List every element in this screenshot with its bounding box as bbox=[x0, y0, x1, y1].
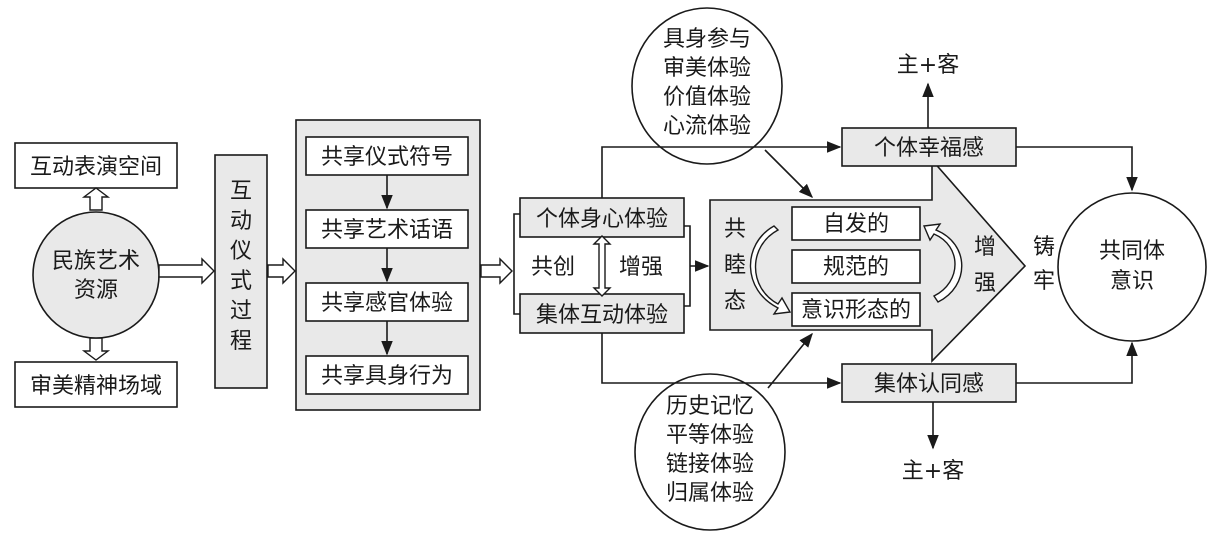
ritual-process-column: 互 动 仪 式 过 程 bbox=[214, 154, 268, 389]
ritual-process-char-3: 仪 bbox=[230, 239, 252, 264]
spontaneous-box bbox=[791, 206, 921, 241]
upper-oval-group: 具身参与 审美体验 价值体验 心流体验 bbox=[631, 7, 783, 165]
upper-oval-line3: 价值体验 bbox=[663, 85, 751, 110]
community-consciousness: 共同体 意识 bbox=[1057, 192, 1207, 342]
upper-oval bbox=[631, 7, 783, 165]
down-hollow-arrow bbox=[81, 337, 111, 361]
shared-embodied-behavior-box bbox=[305, 355, 469, 395]
co-create-label: 共创 bbox=[531, 255, 575, 280]
collective-identity-label: 集体认同感 bbox=[874, 372, 984, 397]
left-bracket bbox=[513, 213, 520, 315]
shared-sensory-experience-label: 共享感官体验 bbox=[321, 291, 453, 316]
ideological-label: 意识形态的 bbox=[801, 298, 911, 323]
process-to-shared-arrow bbox=[267, 257, 296, 285]
experience-block: 个体身心体验 集体互动体验 共创 增强 bbox=[513, 197, 710, 334]
outcome-boxes: 个体幸福感 集体认同感 主+客 主+客 bbox=[841, 53, 1017, 484]
ritual-process-char-6: 程 bbox=[230, 329, 252, 354]
aesthetic-spirit-field-label: 审美精神场域 bbox=[30, 374, 162, 399]
happiness-to-community-line bbox=[1016, 146, 1138, 192]
lower-oval-line1: 历史记忆 bbox=[666, 394, 754, 419]
ritual-process-box bbox=[214, 154, 268, 389]
interactive-performance-space-box bbox=[14, 142, 178, 189]
ethnic-art-resource-line2: 资源 bbox=[74, 278, 118, 303]
ritual-process-char-5: 过 bbox=[230, 299, 252, 324]
collective-identity-box bbox=[841, 363, 1017, 403]
shared-ritual-symbols-label: 共享仪式符号 bbox=[321, 145, 453, 170]
resource-to-process-arrow bbox=[158, 257, 215, 285]
lower-oval-to-state-arrow bbox=[767, 332, 813, 389]
ethnic-art-resource-circle bbox=[32, 211, 160, 339]
interactive-performance-space-label: 互动表演空间 bbox=[30, 155, 162, 180]
lower-oval bbox=[634, 373, 786, 531]
co-create-double-arrow bbox=[592, 235, 612, 297]
aesthetic-spirit-field-box bbox=[14, 361, 178, 408]
normative-box bbox=[791, 249, 921, 284]
resource-cluster: 互动表演空间 审美精神场域 民族艺术 资源 bbox=[14, 142, 178, 408]
upper-oval-line1: 具身参与 bbox=[663, 27, 751, 52]
collective-experience-label: 集体互动体验 bbox=[536, 303, 668, 328]
state-left-char-1: 共 bbox=[724, 217, 746, 242]
shared-art-discourse-box bbox=[305, 209, 469, 249]
collective-to-identity-line bbox=[601, 333, 842, 389]
normative-label: 规范的 bbox=[823, 255, 889, 280]
lower-oval-group: 历史记忆 平等体验 链接体验 归属体验 bbox=[634, 373, 786, 531]
lower-oval-line3: 链接体验 bbox=[666, 452, 754, 477]
ideological-box bbox=[791, 292, 921, 327]
shared-to-experience-arrow bbox=[480, 257, 513, 285]
individual-experience-label: 个体身心体验 bbox=[536, 207, 668, 232]
left-cycle-arrow bbox=[749, 225, 792, 315]
identity-to-community-line bbox=[1016, 341, 1138, 384]
community-consciousness-line2: 意识 bbox=[1110, 269, 1154, 294]
lower-oval-line2: 平等体验 bbox=[666, 423, 754, 448]
community-consciousness-line1: 共同体 bbox=[1099, 239, 1165, 264]
state-right-char-2: 强 bbox=[974, 271, 996, 296]
up-hollow-arrow bbox=[81, 187, 111, 211]
enhance-label: 增强 bbox=[619, 255, 663, 280]
bottom-subject-guest-note: 主+客 bbox=[902, 459, 964, 484]
state-left-char-2: 睦 bbox=[724, 253, 746, 278]
state-right-char-1: 增 bbox=[974, 235, 996, 260]
top-subject-guest-note: 主+客 bbox=[897, 53, 959, 78]
ritual-process-char-1: 互 bbox=[230, 179, 252, 204]
forge-char-2: 牢 bbox=[1033, 269, 1055, 294]
upper-oval-line4: 心流体验 bbox=[663, 114, 751, 139]
ritual-process-char-4: 式 bbox=[230, 269, 252, 294]
shared-art-discourse-label: 共享艺术话语 bbox=[321, 218, 453, 243]
connector-lines bbox=[601, 82, 1138, 450]
shared-embodied-behavior-label: 共享具身行为 bbox=[321, 364, 453, 389]
upper-oval-line2: 审美体验 bbox=[663, 56, 751, 81]
shared-steps-panel: 共享仪式符号 共享艺术话语 共享感官体验 共享具身行为 bbox=[295, 119, 481, 411]
state-block-arrow: 共 睦 态 自发的 规范的 意识形态的 增 强 bbox=[709, 157, 1027, 363]
state-left-char-3: 态 bbox=[724, 289, 746, 314]
individual-happiness-box bbox=[841, 127, 1017, 167]
individual-to-happiness-line bbox=[601, 141, 842, 198]
ritual-process-char-2: 动 bbox=[230, 209, 252, 234]
lower-oval-line4: 归属体验 bbox=[666, 481, 754, 506]
individual-happiness-label: 个体幸福感 bbox=[874, 136, 984, 161]
spontaneous-label: 自发的 bbox=[823, 212, 889, 237]
community-consciousness-circle bbox=[1057, 192, 1207, 342]
right-bracket bbox=[684, 225, 691, 307]
individual-experience-box bbox=[519, 197, 685, 238]
ethnic-art-resource-line1: 民族艺术 bbox=[52, 249, 140, 274]
right-cycle-arrow bbox=[922, 223, 963, 303]
upper-oval-to-state-arrow bbox=[764, 149, 814, 199]
forge-char-1: 铸 bbox=[1033, 235, 1055, 260]
